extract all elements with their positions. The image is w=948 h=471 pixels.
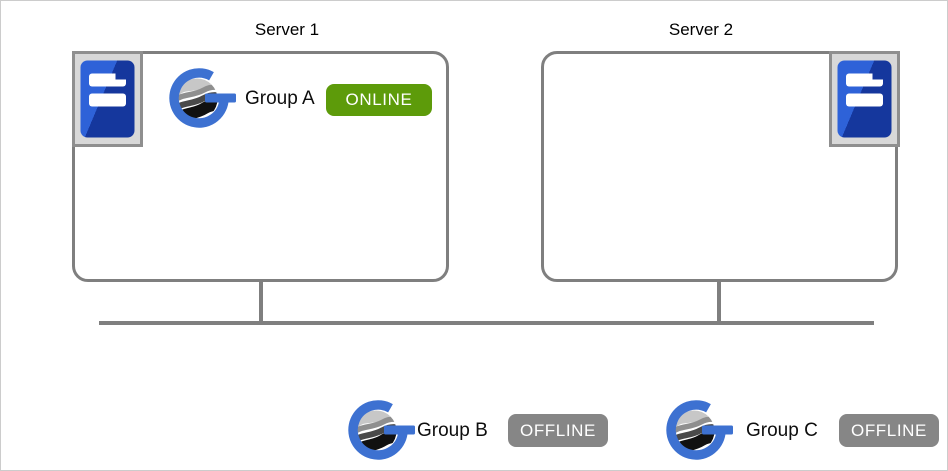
server-1-network-connector [259,281,263,323]
server-tower-icon [80,60,135,138]
availability-group-icon [348,400,415,460]
server-1-tower-frame [72,51,143,147]
availability-group-icon [666,400,733,460]
availability-group-icon [169,68,236,128]
group-c-status-badge: OFFLINE [839,414,939,447]
group-b-status-badge: OFFLINE [508,414,608,447]
group-b-label: Group B [417,420,488,441]
group-a-label: Group A [245,88,315,109]
network-bus-line [99,321,874,325]
server-2-tower-frame [829,51,900,147]
server-1-title: Server 1 [254,20,320,39]
server-2-network-connector [717,281,721,323]
server-2-title: Server 2 [668,20,734,39]
group-c-label: Group C [746,420,818,441]
server-tower-icon [837,60,892,138]
group-a-status-badge: ONLINE [326,84,432,116]
